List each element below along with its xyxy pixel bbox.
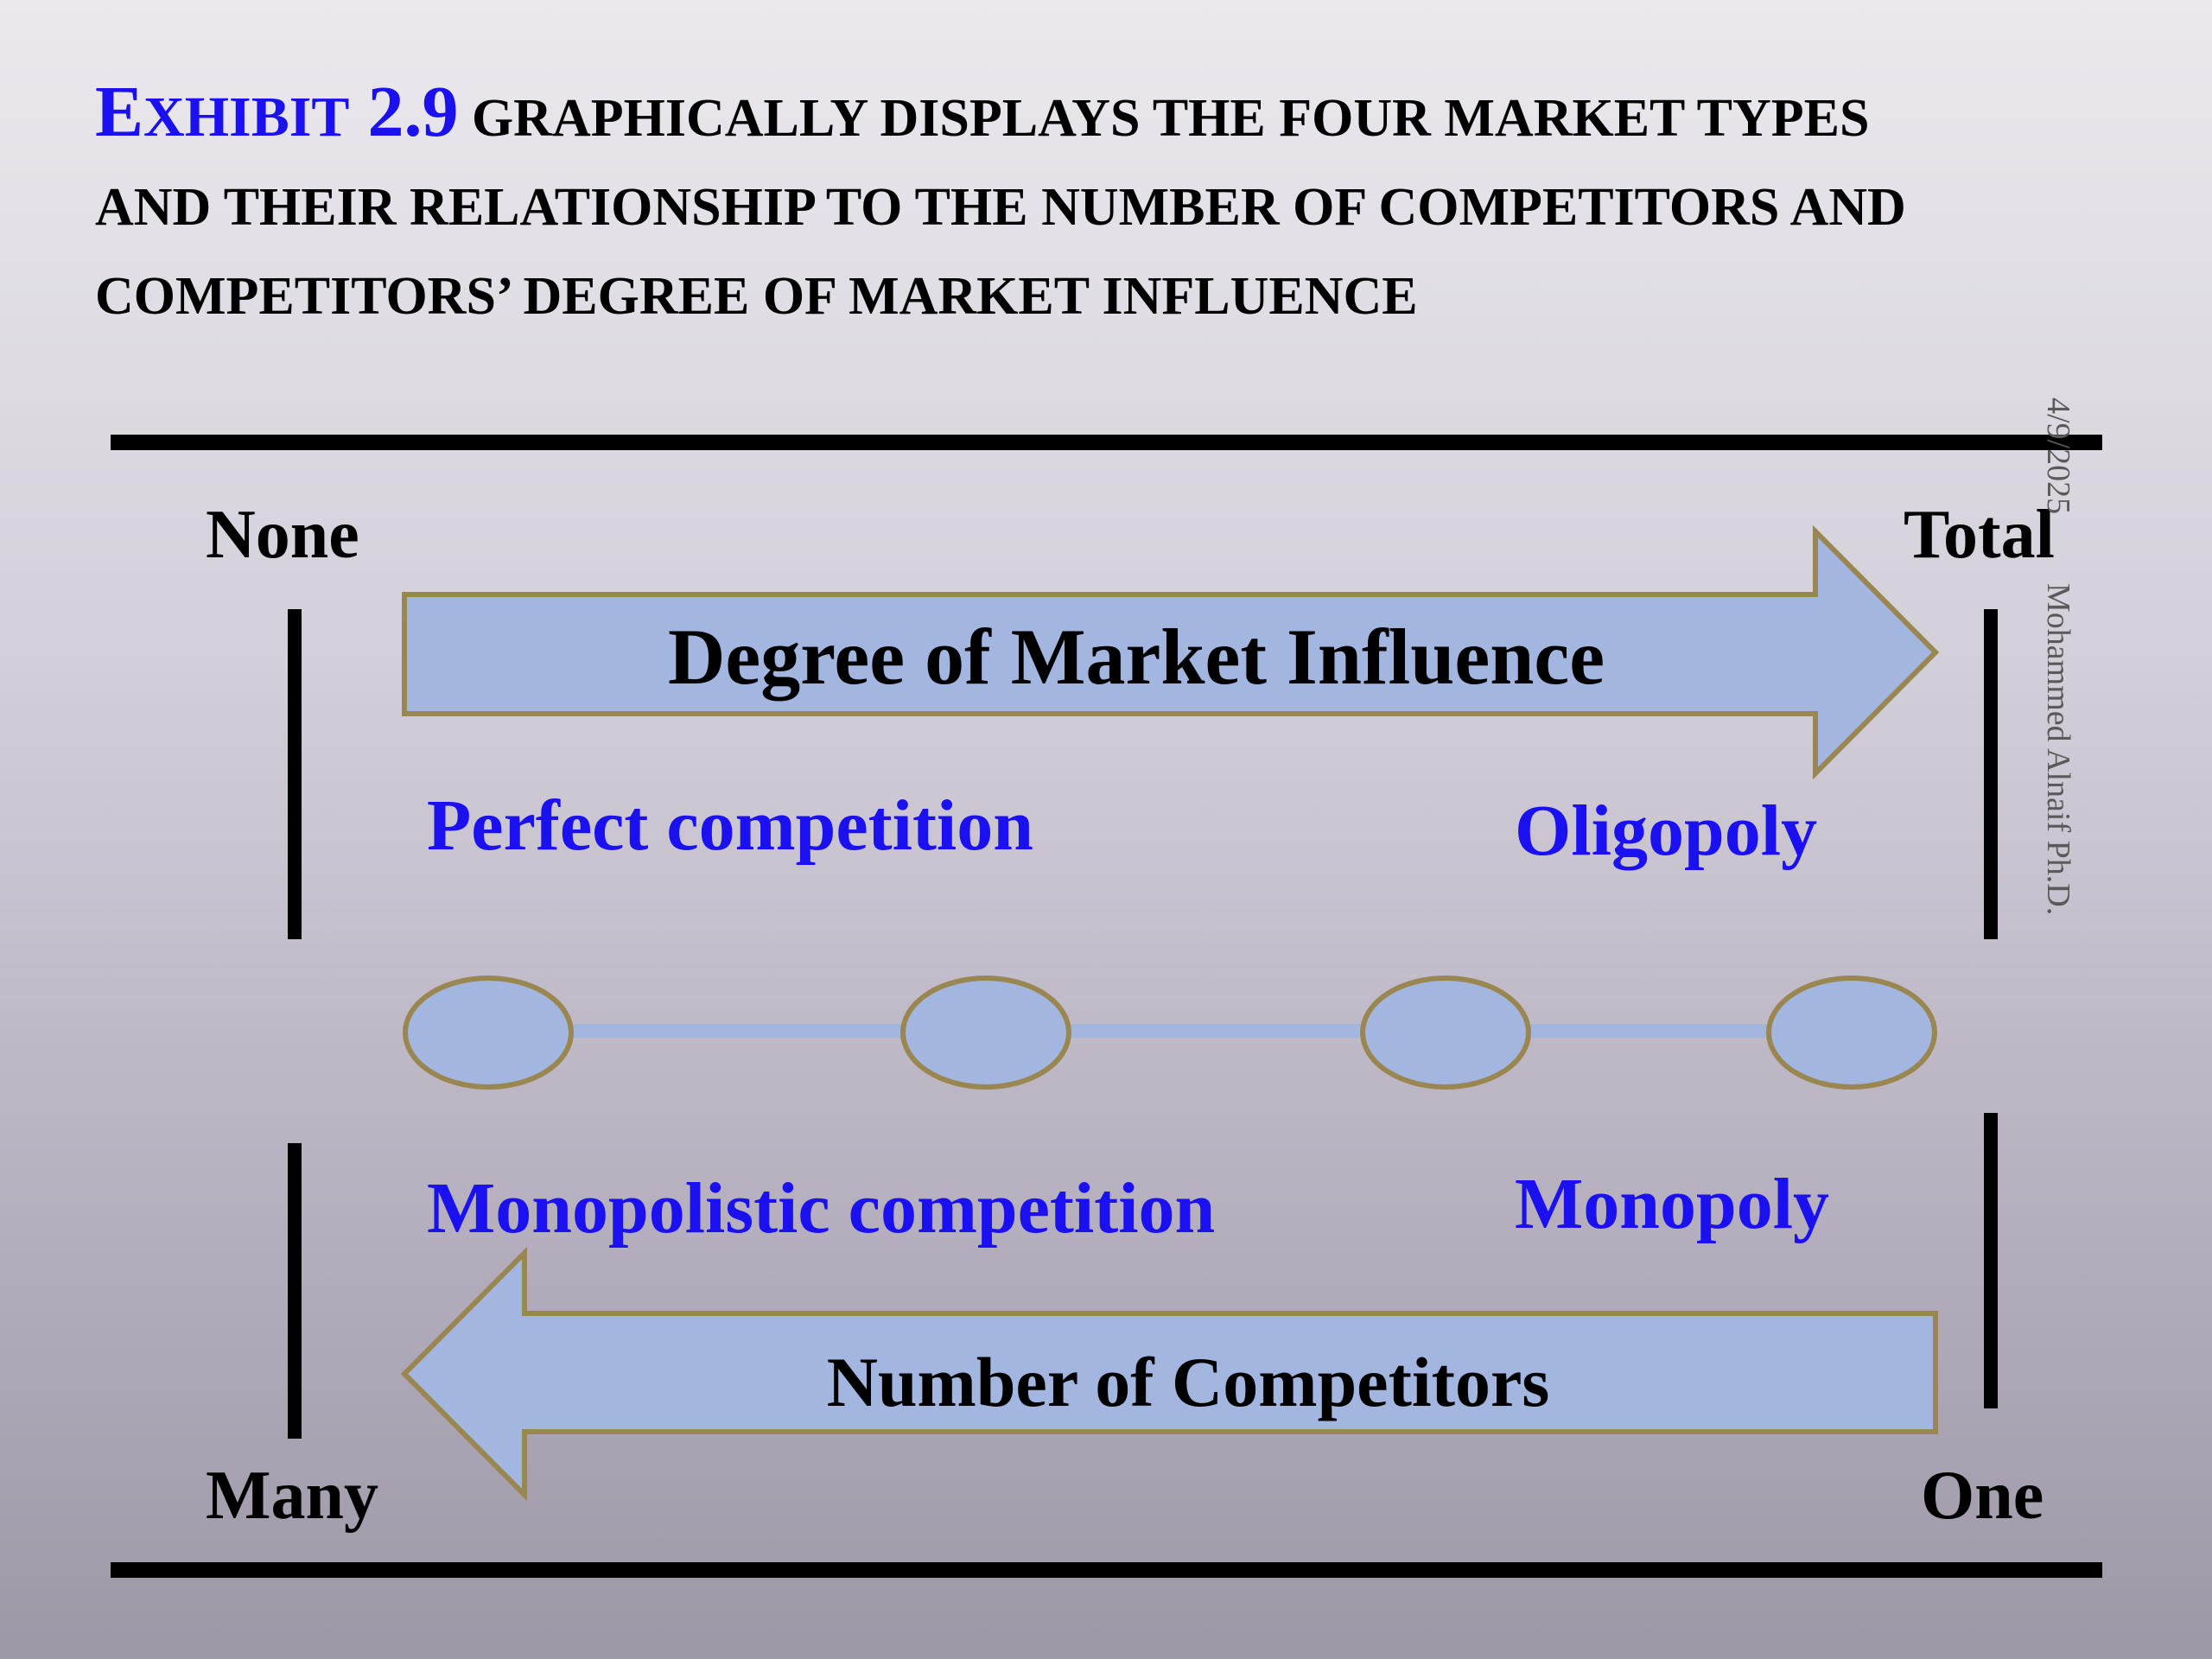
oligopoly-label: Oligopoly	[1515, 791, 1818, 871]
perfect-competition-label: Perfect competition	[427, 785, 1033, 866]
competitors-arrow	[400, 1246, 1938, 1502]
monopoly-label: Monopoly	[1515, 1164, 1830, 1244]
exhibit-label: EXHIBIT 2.9	[95, 72, 459, 152]
right-lower-bracket	[1984, 1113, 1998, 1408]
left-upper-bracket	[288, 609, 302, 939]
title-line-3: COMPETITORS’ DEGREE OF MARKET INFLUENCE	[95, 267, 1418, 326]
competitors-many-label: Many	[206, 1458, 378, 1534]
influence-none-label: None	[206, 497, 359, 573]
left-lower-bracket	[288, 1143, 302, 1439]
influence-arrow	[402, 524, 1940, 780]
competitors-arrow-label: Number of Competitors	[826, 1343, 1550, 1421]
bottom-rule	[111, 1562, 2102, 1578]
top-rule	[111, 435, 2102, 450]
title-line-1: EXHIBIT 2.9 GRAPHICALLY DISPLAYS THE FOU…	[95, 72, 1870, 152]
right-upper-bracket	[1984, 609, 1998, 939]
slide-date: 4/9/2025	[2040, 397, 2076, 515]
monopolistic-competition-label: Monopolistic competition	[427, 1168, 1216, 1249]
influence-arrow-label: Degree of Market Influence	[667, 613, 1605, 701]
slide-author: Mohammed Alnaif Ph.D.	[2040, 583, 2076, 916]
influence-total-label: Total	[1904, 497, 2055, 573]
competitors-one-label: One	[1921, 1458, 2044, 1534]
perfect-competition-marker	[403, 976, 574, 1090]
monopolistic-competition-marker	[900, 976, 1071, 1090]
monopoly-marker	[1766, 976, 1937, 1090]
exhibit-title: EXHIBIT 2.9 GRAPHICALLY DISPLAYS THE FOU…	[95, 67, 2152, 341]
oligopoly-marker	[1360, 976, 1531, 1090]
title-line-2: AND THEIR RELATIONSHIP TO THE NUMBER OF …	[95, 178, 1906, 237]
market-connector-line	[484, 1024, 1832, 1038]
